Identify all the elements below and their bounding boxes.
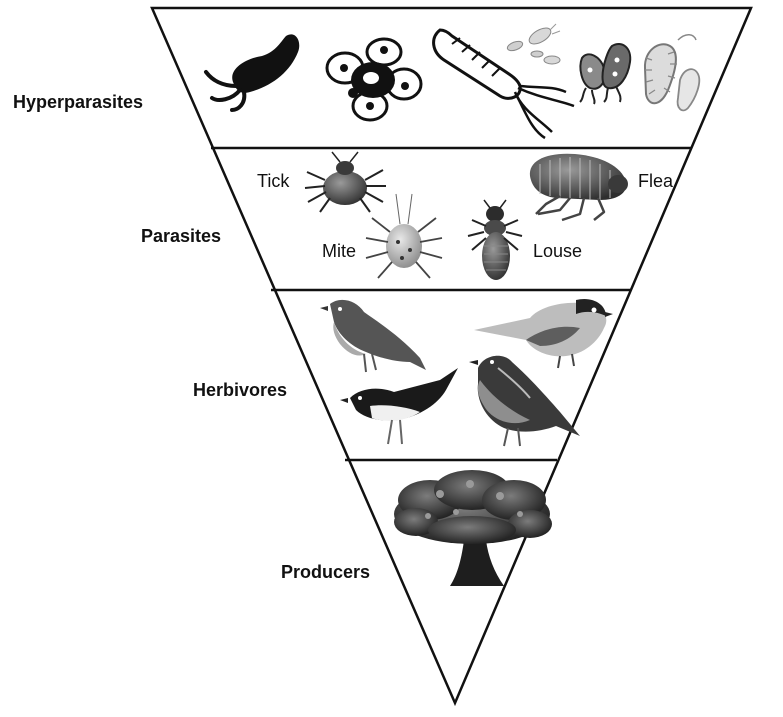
tier-label-herbivores: Herbivores (193, 380, 287, 400)
mite-label: Mite (322, 241, 356, 261)
pyramid-outline (152, 8, 751, 703)
tier-label-parasites: Parasites (141, 226, 221, 246)
flea-label: Flea (638, 171, 674, 191)
tick-label: Tick (257, 171, 290, 191)
tier-label-hyperparasites: Hyperparasites (13, 92, 143, 112)
tier-label-producers: Producers (281, 562, 370, 582)
louse-label: Louse (533, 241, 582, 261)
